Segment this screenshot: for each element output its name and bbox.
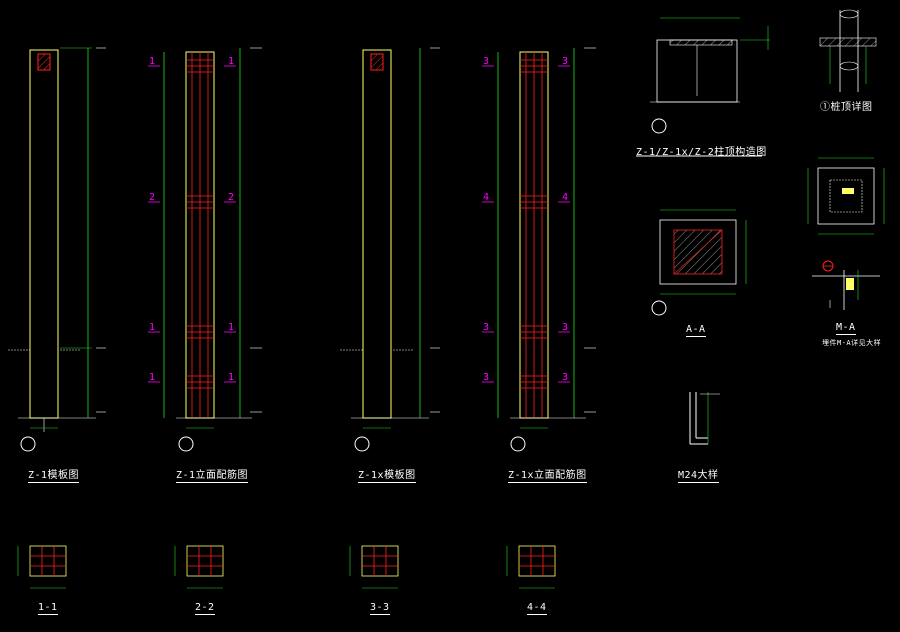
cut-mark-left: 1 [149, 372, 156, 383]
cross-section-2-2 [174, 545, 224, 589]
drawing-title-z1x-template: Z-1x模板图 [358, 466, 416, 483]
embed-plate-plan [807, 157, 885, 235]
drawing-title-cut-2: 2-2 [195, 602, 215, 615]
cut-mark-right: 2 [228, 192, 235, 203]
drawing-title-section-aa: A-A [686, 324, 706, 337]
cross-section-1-1 [17, 545, 67, 589]
cut-mark-left: 1 [149, 56, 156, 67]
cut-mark-left: 3 [483, 56, 490, 67]
cut-mark-left: 1 [149, 322, 156, 333]
drawing-title-cut-4: 4-4 [527, 602, 547, 615]
drawing-title-cut-3: 3-3 [370, 602, 390, 615]
pile-top-detail [819, 9, 877, 92]
z1x-elevation-column [482, 47, 596, 452]
drawing-title-bolt-detail: M24大样 [678, 466, 719, 483]
drawing-title-cut-1: 1-1 [38, 602, 58, 615]
section-ma-drawing [812, 260, 880, 310]
z1-template-column [8, 47, 106, 452]
top-detail-drawing [636, 17, 770, 157]
cut-mark-right: 3 [562, 56, 569, 67]
cut-mark-right: 1 [228, 56, 235, 67]
z1-elevation-column [148, 47, 262, 452]
drawing-title-z1-template: Z-1模板图 [28, 466, 80, 483]
cut-mark-left: 2 [149, 192, 156, 203]
drawing-title-top-detail: Z-1/Z-1x/Z-2柱顶构造图 [636, 147, 767, 158]
cut-mark-right: 4 [562, 192, 569, 203]
drawing-title-z1x-elevation: Z-1x立面配筋图 [508, 466, 587, 483]
cut-mark-right: 3 [562, 372, 569, 383]
cross-section-3-3 [349, 545, 399, 589]
drawing-title-pile-detail: ①桩顶详图 [820, 102, 873, 113]
cut-mark-right: 1 [228, 322, 235, 333]
cut-mark-left: 3 [483, 372, 490, 383]
bolt-detail-drawing [689, 392, 720, 445]
drawing-title-z1-elevation: Z-1立面配筋图 [176, 466, 249, 483]
cut-mark-right: 1 [228, 372, 235, 383]
section-ma-note: 埋件M-A详见大样 [822, 339, 882, 347]
cross-section-4-4 [506, 545, 556, 589]
drawing-title-section-ma: M-A [836, 322, 856, 335]
section-aa-drawing [651, 209, 747, 316]
cut-mark-right: 3 [562, 322, 569, 333]
z1x-template-column [340, 47, 440, 452]
cut-mark-left: 4 [483, 192, 490, 203]
cut-mark-left: 3 [483, 322, 490, 333]
